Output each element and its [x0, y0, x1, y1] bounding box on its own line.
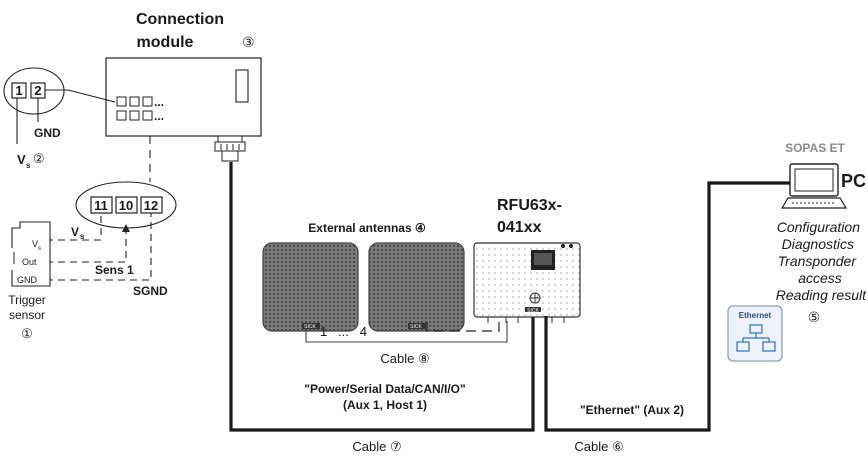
pc-icon — [780, 163, 848, 209]
reader-model-line1: RFU63x- — [497, 197, 562, 214]
cable8-line — [305, 321, 508, 343]
pc-label: PC — [841, 171, 866, 191]
sensor-vs-subscript: s — [38, 246, 41, 252]
antenna-4-brand: SICK — [410, 324, 422, 330]
antenna-1-brand: SICK — [304, 324, 316, 330]
pc-function-4: access — [798, 270, 842, 286]
sensor-out-label: Out — [22, 257, 37, 267]
trigger-vs-label: V — [71, 225, 79, 239]
trigger-vs-subscript: s — [80, 232, 85, 241]
cable7-signal-line2: (Aux 1, Host 1) — [343, 398, 427, 412]
trigger-sensor-number: ① — [21, 326, 33, 341]
antenna-1 — [262, 242, 359, 332]
ethernet-icon — [727, 305, 783, 362]
sensor-vs-label: V — [32, 239, 38, 249]
signal-arrow-icon — [122, 224, 130, 232]
pin-11-label: 11 — [94, 198, 108, 213]
cable7-line — [229, 162, 535, 432]
trigger-sensor-line1: Trigger — [8, 293, 46, 307]
antenna-dashed-link — [426, 321, 500, 332]
svg-text:...: ... — [154, 95, 164, 109]
pin-2-label: 2 — [34, 83, 41, 98]
connection-module-number: ③ — [242, 34, 255, 50]
connection-module-title-line2: module — [137, 34, 194, 51]
sensor-gnd-label: GND — [17, 275, 38, 285]
antenna-4 — [368, 242, 465, 332]
vs-number: ② — [33, 151, 45, 166]
antennas-title: External antennas ④ — [308, 221, 426, 235]
trigger-wires — [46, 213, 152, 281]
pin-1-label: 1 — [15, 83, 22, 98]
pin-10-label: 10 — [119, 198, 133, 213]
pc-function-3: Transponder — [778, 253, 858, 269]
software-label: SOPAS ET — [785, 141, 845, 155]
rfu-reader-device — [473, 242, 581, 323]
connection-module-title-line1: Connection — [136, 11, 224, 28]
cable8-label: Cable ⑧ — [380, 351, 429, 366]
cable6-label: Cable ⑥ — [574, 439, 623, 454]
trigger-sensor-line2: sensor — [9, 308, 45, 322]
antenna-port-numbers: 1 ... 4 — [320, 324, 367, 339]
svg-text:...: ... — [154, 109, 164, 123]
cable7-label: Cable ⑦ — [352, 439, 401, 454]
reader-brand: SICK — [527, 308, 539, 314]
sgnd-label: SGND — [133, 284, 168, 298]
cable6-signal-line1: "Ethernet" (Aux 2) — [580, 403, 684, 417]
cable7-signal-line1: "Power/Serial Data/CAN/I/O" — [304, 382, 465, 396]
pin-12-label: 12 — [144, 198, 158, 213]
trigger-sensor-icon — [11, 221, 51, 287]
cable6-line — [544, 181, 790, 432]
pc-function-5: Reading result — [776, 287, 867, 303]
ethernet-label: Ethernet — [739, 311, 772, 320]
vs-label: V — [17, 152, 26, 167]
pc-function-2: Diagnostics — [782, 236, 854, 252]
pc-function-1: Configuration — [777, 219, 860, 235]
vs-subscript: s — [26, 161, 31, 170]
pc-number: ⑤ — [808, 309, 821, 325]
sens-label: Sens 1 — [95, 263, 134, 277]
power-pin-leader — [45, 89, 116, 103]
cable7-connector-icon — [214, 135, 246, 162]
reader-model-line2: 041xx — [497, 219, 542, 236]
connection-module-box: ... ... — [105, 57, 262, 147]
gnd-label: GND — [34, 126, 61, 140]
